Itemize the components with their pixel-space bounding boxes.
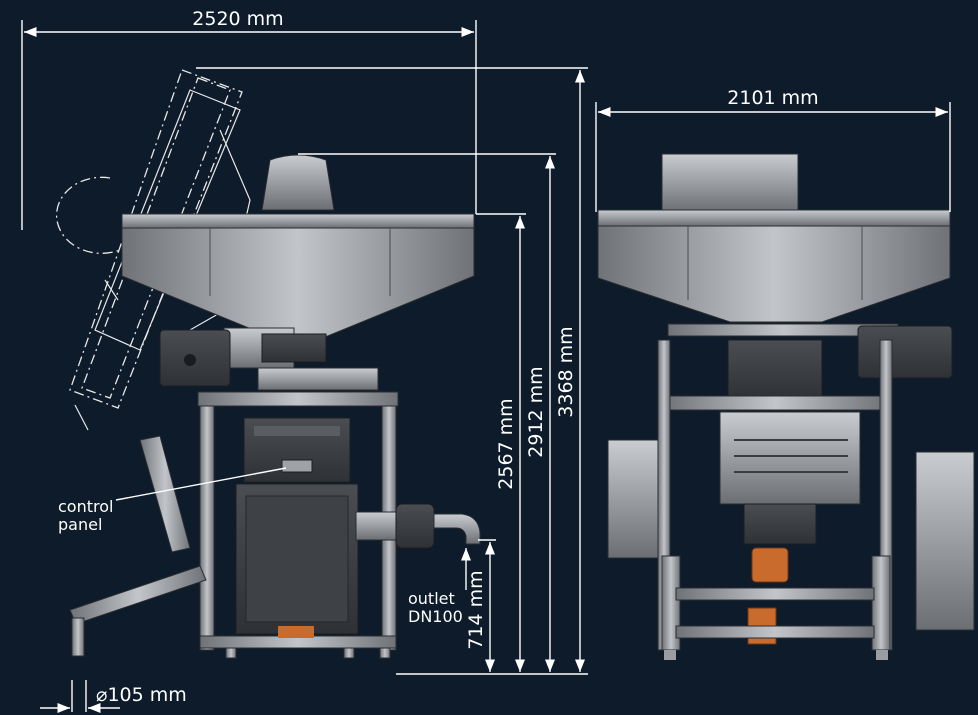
- front-view-machine: [597, 153, 975, 660]
- dim-label-foot-diameter: ⌀105 mm: [96, 684, 187, 706]
- dim-label-2567: 2567 mm: [495, 398, 517, 489]
- dim-label-3368: 3368 mm: [555, 326, 577, 417]
- side-outlet-pipe: [355, 503, 481, 549]
- dimension-lines: [21, 20, 951, 714]
- outlet-label-line2: DN100: [408, 607, 463, 626]
- side-control-cabinet: [235, 417, 359, 638]
- side-support-legs: [69, 435, 391, 659]
- control-panel-label-line1: control: [58, 497, 113, 516]
- side-frame: [197, 391, 399, 651]
- outlet-label-line1: outlet: [408, 589, 455, 608]
- side-view-machine: [56, 69, 481, 659]
- control-panel-label-line2: panel: [58, 515, 102, 534]
- side-drive-unit: [159, 327, 379, 391]
- dim-label-2912: 2912 mm: [525, 366, 547, 457]
- dim-label-714: 714 mm: [465, 570, 487, 649]
- dim-label-2101: 2101 mm: [727, 87, 818, 109]
- dim-label-2520: 2520 mm: [192, 8, 283, 30]
- side-hopper: [121, 154, 475, 341]
